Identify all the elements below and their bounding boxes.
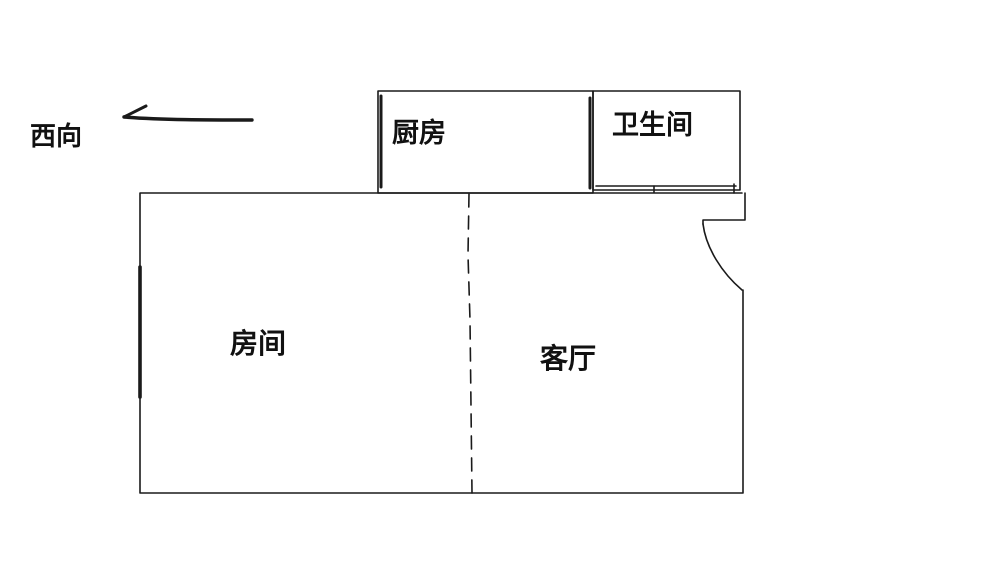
entrance-door-arc (702, 223, 743, 291)
bathroom-outline (592, 90, 741, 191)
kitchen-label: 厨房 (392, 118, 446, 149)
living-room-label: 客厅 (540, 342, 597, 375)
direction-label: 西向 (30, 122, 83, 152)
room-label: 房间 (230, 327, 287, 360)
left-arrow-icon (122, 104, 254, 122)
room-divider-dashed (467, 193, 473, 494)
bathroom-label: 卫生间 (612, 110, 693, 141)
